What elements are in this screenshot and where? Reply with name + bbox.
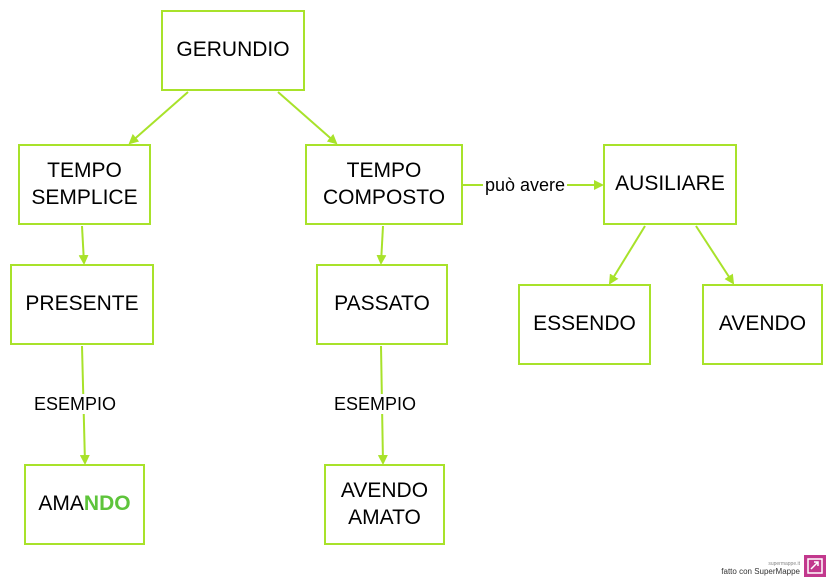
node-tempo-semplice-line-2: SEMPLICE (31, 185, 138, 209)
node-tempo-semplice: TEMPO SEMPLICE (18, 144, 151, 225)
edge-gerundio-tempo-semplice (128, 91, 189, 145)
node-ausiliare: AUSILIARE (603, 144, 737, 225)
node-avendo-amato-line-2: AMATO (348, 505, 421, 529)
node-ausiliare-label: AUSILIARE (615, 172, 725, 196)
node-avendo-label: AVENDO (718, 312, 807, 336)
node-essendo-label: ESSENDO (533, 312, 636, 336)
node-gerundio-label: GERUNDIO (176, 38, 290, 62)
edge-gerundio-tempo-composto (277, 91, 338, 145)
node-amando: AMANDO (24, 464, 145, 545)
node-gerundio: GERUNDIO (161, 10, 305, 91)
node-tempo-composto-line-1: TEMPO (346, 158, 422, 182)
edge-label-esempio-1: ESEMPIO (32, 394, 119, 414)
footer: supermappe.it fatto con SuperMappe (721, 555, 826, 577)
node-passato-label: PASSATO (334, 292, 430, 316)
node-tempo-semplice-label: TEMPO SEMPLICE (31, 158, 137, 212)
node-tempo-semplice-line-1: TEMPO (47, 158, 122, 182)
edge-ausiliare-essendo (608, 225, 646, 285)
footer-site: supermappe.it (768, 561, 800, 567)
supermappe-logo-icon (804, 555, 826, 577)
node-amando-suffix: NDO (83, 492, 131, 516)
edge-label-esempio-2: ESEMPIO (332, 394, 419, 414)
node-amando-stem: AMA (38, 492, 84, 516)
node-avendo-amato-label: AVENDO AMATO (341, 478, 428, 532)
edge-tempo-composto-passato (376, 225, 387, 265)
node-avendo-amato-line-1: AVENDO (340, 478, 429, 502)
node-avendo: AVENDO (702, 284, 823, 365)
footer-text: supermappe.it fatto con SuperMappe (721, 561, 800, 577)
edge-label-puo-avere: può avere (483, 175, 568, 195)
node-essendo: ESSENDO (518, 284, 651, 365)
node-tempo-composto-line-2: COMPOSTO (322, 185, 446, 209)
node-amando-label: AMANDO (38, 491, 130, 518)
edge-ausiliare-avendo (695, 225, 735, 285)
footer-credit: fatto con SuperMappe (721, 567, 800, 576)
edge-tempo-semplice-presente (78, 225, 89, 265)
node-presente-label: PRESENTE (25, 292, 139, 316)
node-tempo-composto: TEMPO COMPOSTO (305, 144, 463, 225)
node-avendo-amato: AVENDO AMATO (324, 464, 445, 545)
node-passato: PASSATO (316, 264, 448, 345)
node-tempo-composto-label: TEMPO COMPOSTO (323, 158, 445, 212)
node-presente: PRESENTE (10, 264, 154, 345)
